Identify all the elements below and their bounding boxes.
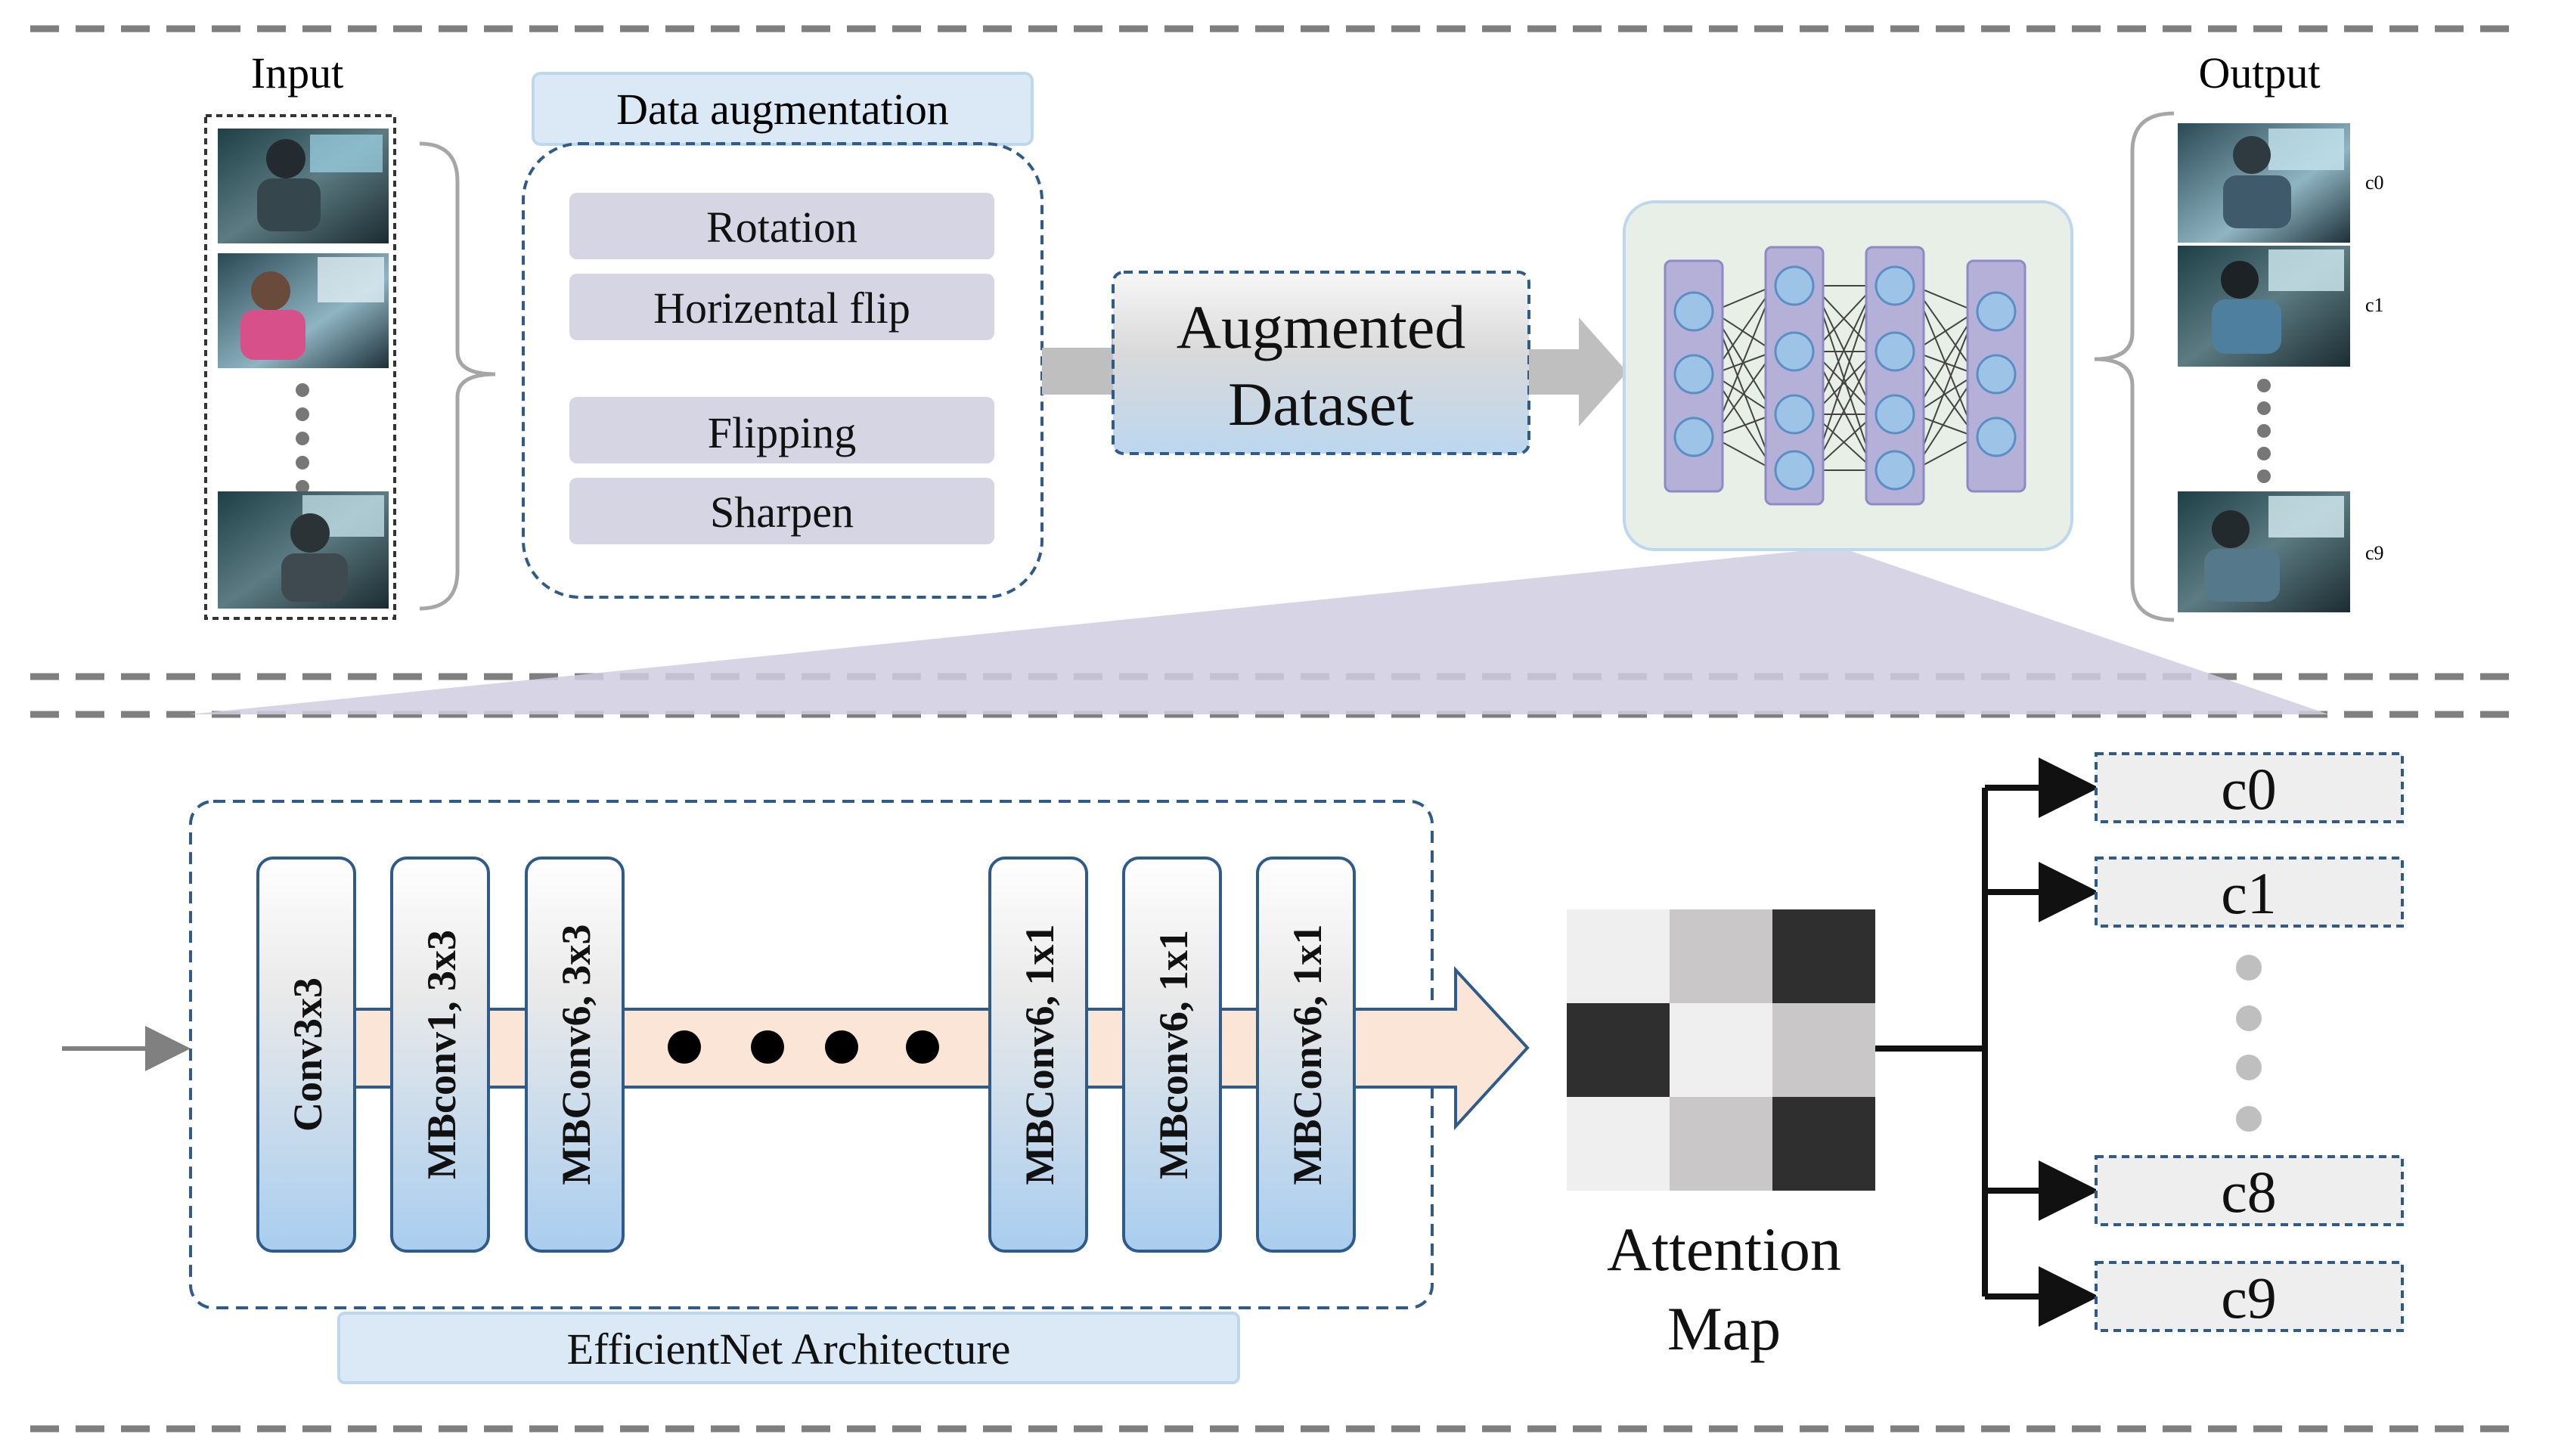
aug-item-sharpen-box — [569, 478, 994, 544]
flow-ellipsis — [668, 1030, 939, 1064]
augmentation-title: Data augmentation — [616, 85, 949, 134]
aug-item-rotation-box — [569, 193, 994, 259]
input-image-3 — [218, 491, 389, 609]
efficientnet-block-6 — [1256, 857, 1356, 1253]
efficientnet-caption: EfficientNet Architecture — [567, 1324, 1011, 1374]
neuron-3-4 — [1875, 450, 1915, 491]
aug-item-rotation: Rotation — [706, 203, 857, 252]
aug-item-hflip: Horizental flip — [653, 283, 910, 333]
class-label-c0: c0 — [2221, 756, 2277, 822]
neuron-2-1 — [1774, 265, 1815, 306]
neuron-3-1 — [1875, 265, 1915, 306]
efficientnet-blocks: Conv3x3 MBconv1, 3x3 MBConv6, 3x3 MBConv6, … — [256, 857, 1356, 1253]
augmentation-items: Rotation Horizental flip Flipping Sharpe… — [569, 193, 994, 544]
augmented-dataset-line2: Dataset — [1228, 370, 1414, 438]
efficientnet-block-1 — [256, 857, 356, 1253]
class-label-c1: c1 — [2221, 860, 2277, 926]
neuron-1-1 — [1673, 291, 1714, 332]
efficientnet-caption-box — [337, 1312, 1240, 1384]
output-label-c0: c0 — [2365, 172, 2384, 194]
efficientnet-block-2 — [390, 857, 490, 1253]
output-brace — [2094, 111, 2175, 622]
neuron-4-2 — [1976, 354, 2017, 395]
efficientnet-block-label-4: MBConv6, 1x1 — [1017, 924, 1062, 1185]
efficientnet-block-5 — [1122, 857, 1222, 1253]
neuron-1-3 — [1673, 417, 1714, 457]
class-box-c8 — [2095, 1155, 2404, 1226]
output-image-c1 — [2178, 246, 2350, 367]
neuron-3-2 — [1875, 331, 1915, 372]
neuron-2-2 — [1774, 331, 1815, 372]
input-image-2 — [218, 253, 389, 368]
input-image-1 — [218, 129, 389, 243]
efficientnet-block-label-2: MBconv1, 3x3 — [419, 930, 464, 1179]
neuron-4-1 — [1976, 291, 2017, 332]
neuron-2-4 — [1774, 450, 1815, 491]
output-title: Output — [2198, 48, 2320, 98]
output-label-c1: c1 — [2365, 294, 2384, 316]
aug-item-flipping-box — [569, 397, 994, 463]
neural-network-icon — [1664, 246, 2026, 506]
attention-label-line2: Map — [1667, 1294, 1781, 1363]
augmentation-frame — [522, 142, 1043, 599]
network-layer-3 — [1865, 246, 1925, 506]
neuron-1-2 — [1673, 354, 1714, 395]
arrow-to-network — [1529, 318, 1627, 426]
class-label-c8: c8 — [2221, 1159, 2277, 1225]
zoom-projection — [189, 550, 2329, 714]
output-ellipsis — [2257, 379, 2271, 483]
efficientnet-block-label-6: MBConv6, 1x1 — [1285, 924, 1330, 1185]
class-box-c1 — [2095, 857, 2404, 928]
input-ellipsis — [296, 383, 309, 494]
aug-item-flipping: Flipping — [708, 408, 857, 457]
class-connectors — [1875, 757, 2099, 1327]
output-label-c9: c9 — [2365, 542, 2384, 564]
arrow-to-dataset-shaft — [1042, 348, 1121, 395]
efficientnet-block-label-5: MBconv6, 1x1 — [1151, 930, 1196, 1179]
input-title: Input — [251, 48, 343, 98]
class-ellipsis — [2236, 955, 2262, 1132]
input-frame — [204, 114, 396, 620]
input-brace — [419, 141, 496, 611]
network-layer-2 — [1764, 246, 1825, 506]
aug-item-sharpen: Sharpen — [710, 488, 854, 537]
output-image-c0 — [2178, 123, 2350, 243]
efficientnet-block-3 — [525, 857, 625, 1253]
aug-item-hflip-box — [569, 274, 994, 340]
neuron-3-3 — [1875, 394, 1915, 435]
neuron-2-3 — [1774, 394, 1815, 435]
class-box-c9 — [2095, 1261, 2404, 1332]
attention-map — [1567, 909, 1875, 1191]
attention-label-line1: Attention — [1607, 1215, 1841, 1284]
network-box — [1623, 200, 2073, 551]
class-box-c0 — [2095, 752, 2404, 823]
augmented-dataset-line1: Augmented — [1177, 293, 1466, 361]
class-label-c9: c9 — [2221, 1265, 2277, 1331]
neuron-4-3 — [1976, 417, 2017, 457]
output-image-c9 — [2178, 491, 2350, 612]
efficientnet-block-label-3: MBConv6, 3x3 — [554, 924, 599, 1185]
efficientnet-block-label-1: Conv3x3 — [285, 977, 330, 1132]
efficientnet-block-4 — [988, 857, 1088, 1253]
